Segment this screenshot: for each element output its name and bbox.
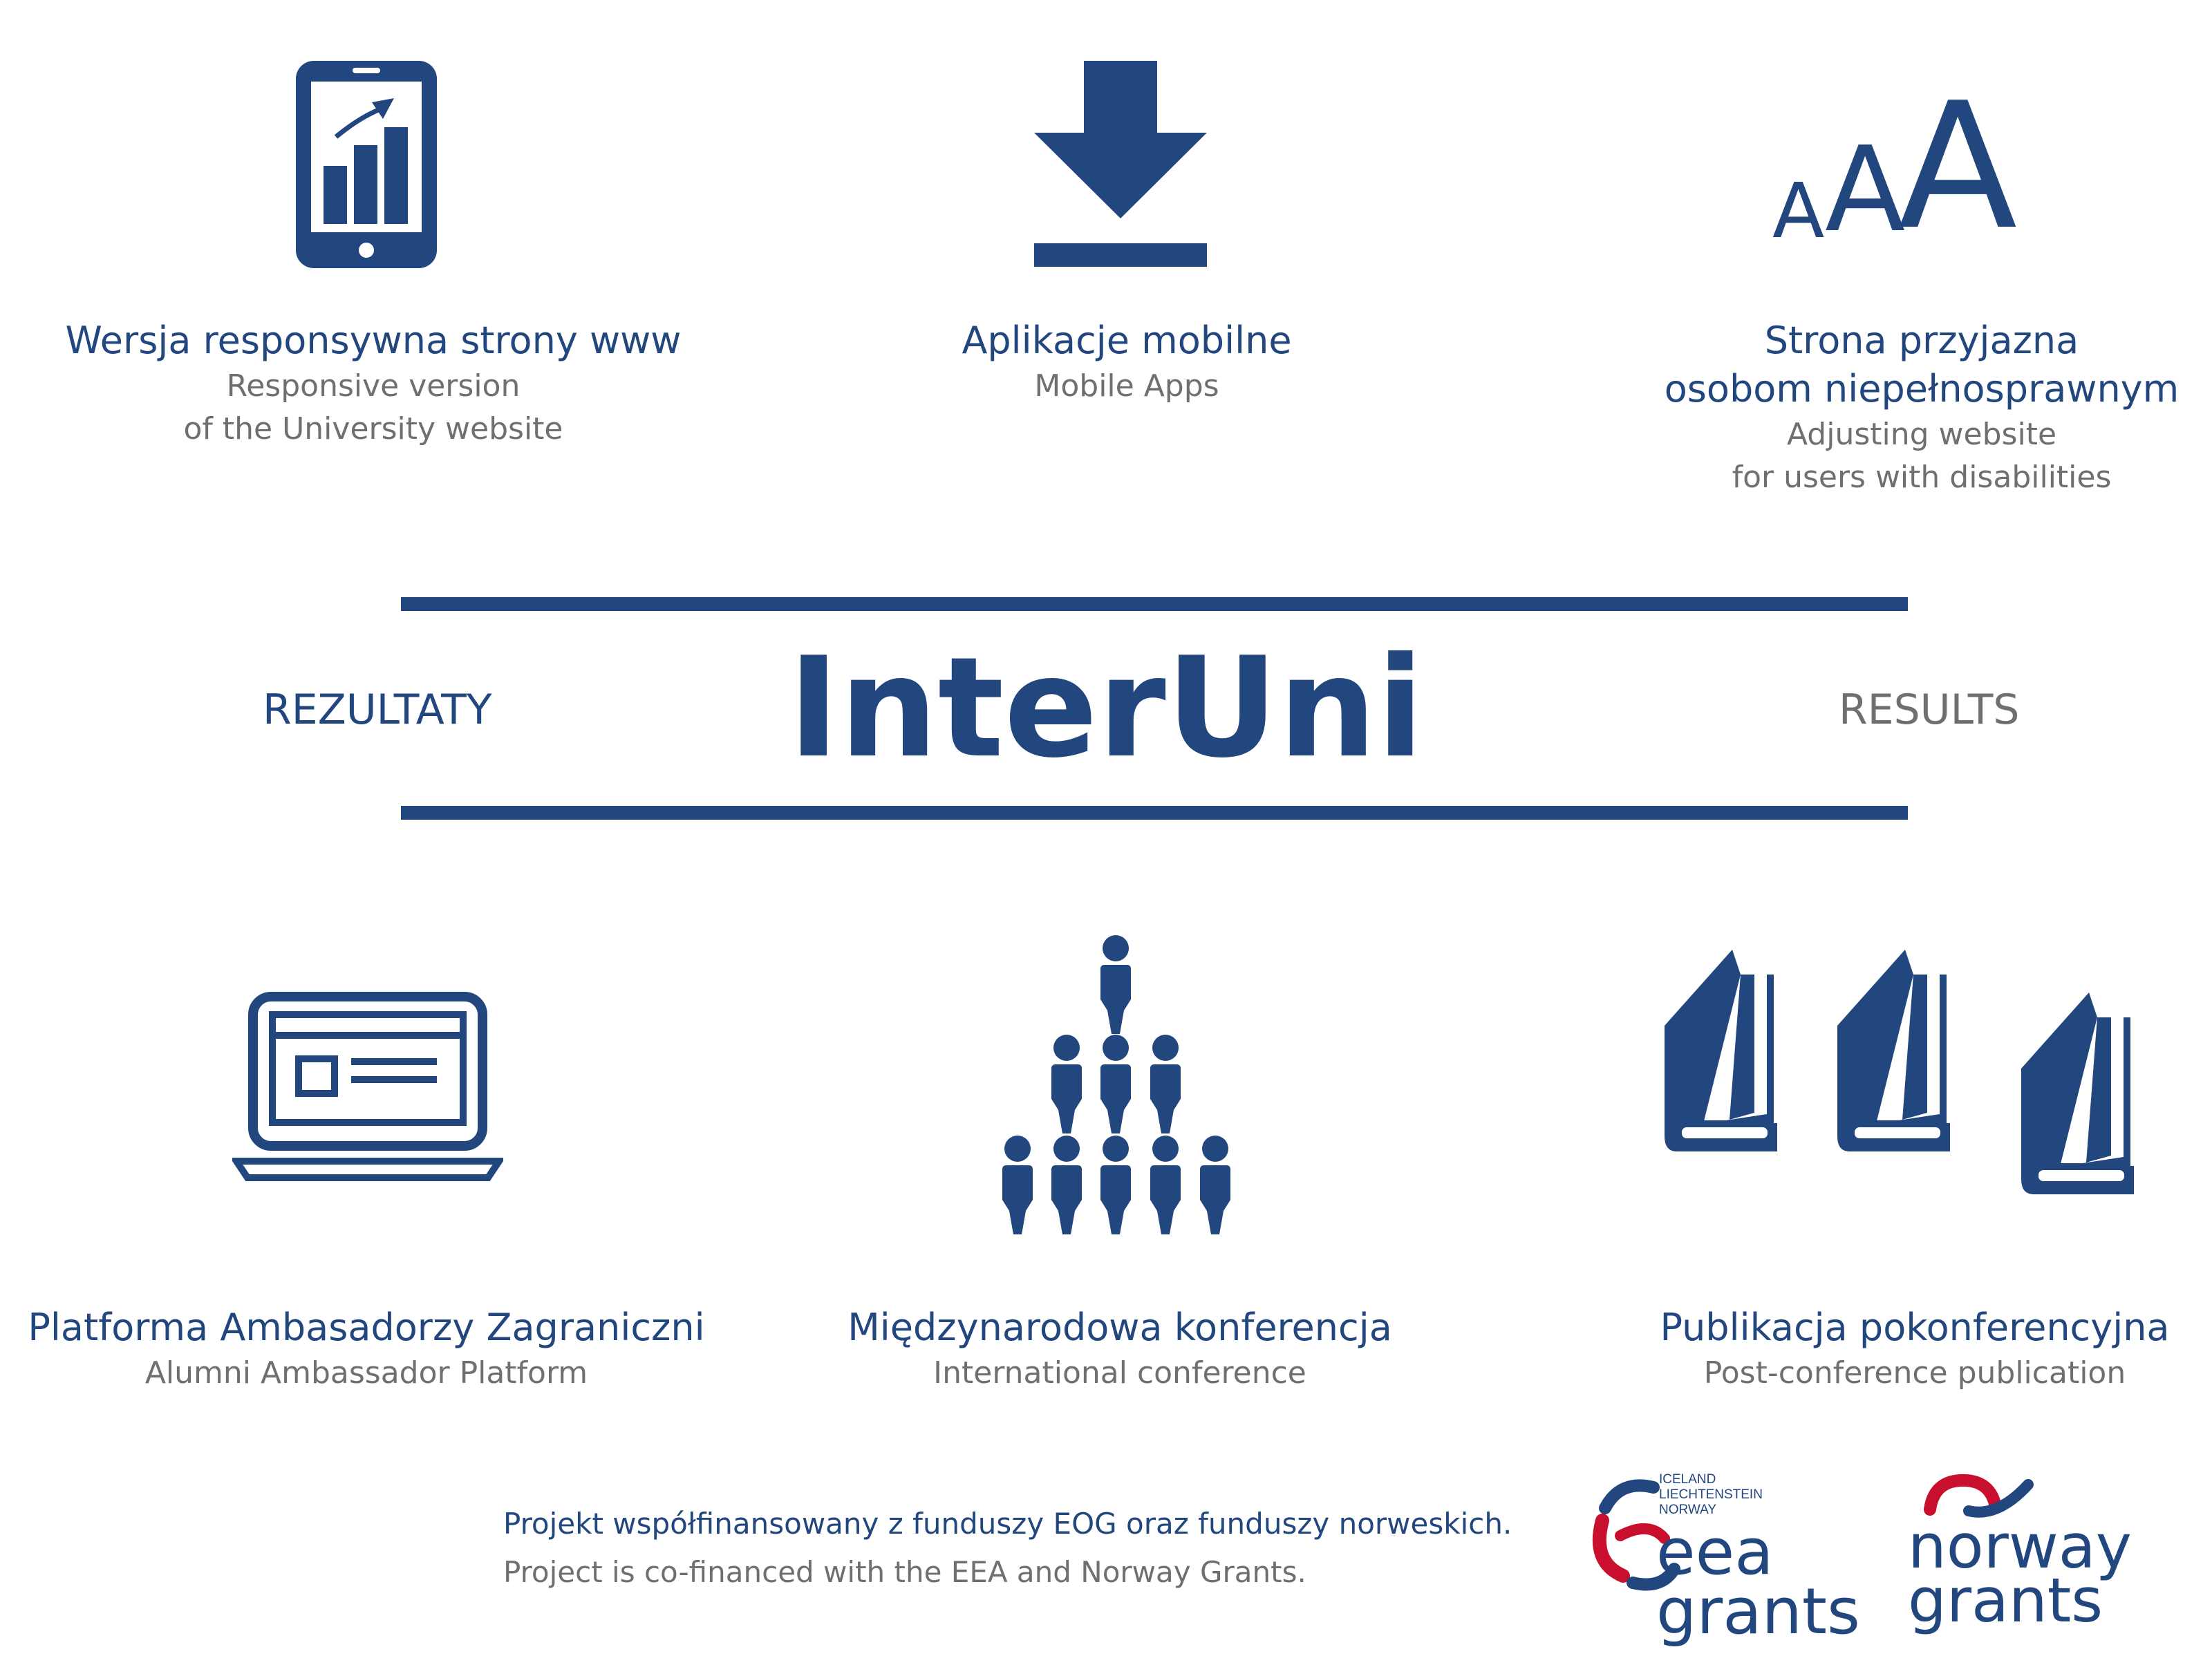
books-icon <box>1659 950 2171 1226</box>
norway-logo-word: grants <box>1908 1565 2103 1636</box>
result-title-line: osobom niepełnosprawnym <box>1664 367 2180 411</box>
banner-left-label: REZULTATY <box>263 686 492 734</box>
banner-bottom-rule <box>401 806 1908 820</box>
result-title: Wersja responsywna strony www <box>65 319 682 362</box>
result-subtitle-line: International conference <box>933 1355 1306 1391</box>
result-subtitle-line: Adjusting website <box>1786 417 2057 452</box>
page-title: InterUni <box>787 628 1425 789</box>
eea-swoosh-icon <box>1592 1479 1680 1591</box>
eea-country-line: LIECHTENSTEIN <box>1659 1487 1763 1502</box>
result-subtitle-line: for users with disabilities <box>1732 460 2112 495</box>
result-accessible-website: Strona przyjazna osobom niepełnosprawnym… <box>1576 317 2212 499</box>
result-title: Międzynarodowa konferencja <box>847 1306 1392 1349</box>
font-size-icon: A A A <box>1772 66 2018 268</box>
result-title: Platforma Ambasadorzy Zagraniczni <box>28 1306 705 1349</box>
norway-logo-word: norway <box>1908 1511 2132 1582</box>
result-title: Publikacja pokonferencyjna <box>1660 1306 2170 1349</box>
result-title: Aplikacje mobilne <box>962 319 1292 362</box>
norway-swoosh-icon <box>1924 1474 2034 1518</box>
funding-note-en: Project is co-financed with the EEA and … <box>503 1555 1306 1589</box>
eea-country-line: NORWAY <box>1659 1503 1717 1517</box>
result-subtitle-line: of the University website <box>183 411 563 446</box>
result-ambassador-platform: Platforma Ambasadorzy Zagraniczni Alumni… <box>21 1304 712 1395</box>
laptop-icon <box>232 992 503 1181</box>
eea-logo-word: eea <box>1656 1515 1774 1589</box>
result-mobile-apps: Aplikacje mobilne Mobile Apps <box>781 317 1472 408</box>
result-post-conference-publication: Publikacja pokonferencyjna Post-conferen… <box>1569 1304 2212 1395</box>
download-icon <box>1034 61 1207 267</box>
eea-country-line: ICELAND <box>1659 1472 1716 1487</box>
result-subtitle-line: Post-conference publication <box>1703 1355 2126 1391</box>
eea-grants-logo: ICELAND LIECHTENSTEIN NORWAY eea grants <box>1590 1472 1880 1653</box>
result-title-line: Strona przyjazna <box>1764 319 2079 362</box>
result-subtitle-line: Responsive version <box>226 368 521 404</box>
eea-logo-word: grants <box>1656 1574 1860 1648</box>
banner-top-rule <box>401 597 1908 611</box>
result-international-conference: Międzynarodowa konferencja International… <box>774 1304 1465 1395</box>
result-responsive-website: Wersja responsywna strony www Responsive… <box>28 317 719 451</box>
banner-right-label: RESULTS <box>1839 686 2020 734</box>
funding-note-pl: Projekt współfinansowany z funduszy EOG … <box>503 1507 1512 1541</box>
norway-grants-logo: norway grants <box>1908 1472 2191 1653</box>
tablet-chart-icon <box>296 61 437 268</box>
result-subtitle-line: Alumni Ambassador Platform <box>144 1355 588 1391</box>
people-pyramid-icon <box>1002 935 1230 1234</box>
result-subtitle-line: Mobile Apps <box>1034 368 1219 404</box>
